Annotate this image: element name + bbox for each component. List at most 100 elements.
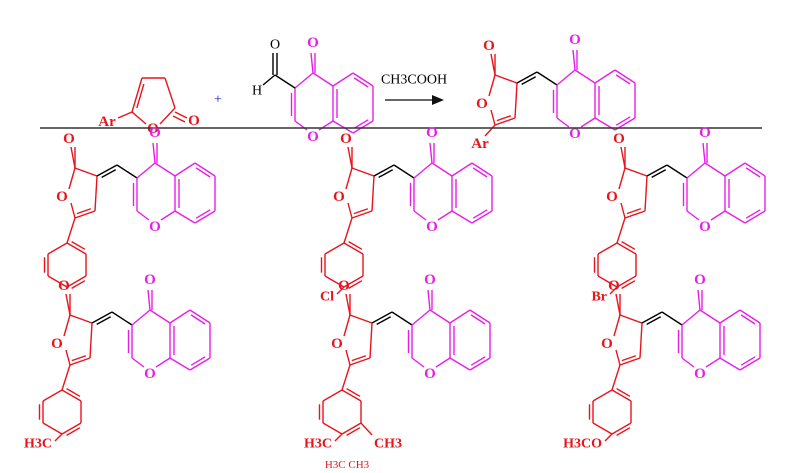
bond bbox=[516, 71, 538, 84]
bond bbox=[131, 357, 145, 368]
bond bbox=[131, 309, 151, 326]
bond bbox=[69, 357, 91, 366]
bond bbox=[641, 311, 663, 324]
bond bbox=[74, 167, 98, 177]
ring-oxygen: O bbox=[426, 219, 438, 235]
bond bbox=[351, 167, 375, 177]
bond bbox=[435, 357, 451, 368]
bond bbox=[484, 124, 496, 137]
bond bbox=[469, 309, 491, 324]
lactone-carbonyl-oxygen: O bbox=[338, 278, 350, 294]
bond bbox=[71, 280, 86, 289]
substituent-label: Br bbox=[591, 290, 607, 305]
bond bbox=[621, 355, 637, 362]
bond bbox=[68, 167, 76, 190]
bond bbox=[744, 162, 766, 177]
lactone-ring-oxygen: O bbox=[606, 189, 618, 205]
bond bbox=[373, 164, 395, 177]
bond bbox=[116, 164, 138, 179]
bond bbox=[624, 210, 646, 219]
bond bbox=[353, 77, 369, 88]
bond bbox=[496, 115, 512, 122]
bond bbox=[346, 388, 361, 397]
aryl-label: Ar bbox=[471, 136, 489, 152]
bond bbox=[351, 210, 373, 219]
bond bbox=[66, 388, 81, 397]
bond bbox=[597, 242, 618, 255]
bond bbox=[174, 210, 196, 224]
bond bbox=[411, 357, 425, 368]
bond bbox=[154, 162, 176, 177]
bond bbox=[739, 357, 761, 371]
plus-sign: + bbox=[214, 93, 222, 108]
bond bbox=[644, 175, 648, 212]
lactone-carbonyl-oxygen: O bbox=[613, 131, 625, 147]
bond bbox=[618, 167, 626, 190]
lactone-ring-oxygen: O bbox=[333, 189, 345, 205]
bond bbox=[294, 72, 314, 89]
bond bbox=[152, 142, 156, 164]
bond bbox=[345, 167, 353, 190]
bond bbox=[345, 349, 351, 366]
carbonyl-oxygen: O bbox=[188, 113, 200, 129]
bond bbox=[615, 116, 631, 126]
bond bbox=[341, 364, 351, 391]
carbonyl-oxygen: O bbox=[694, 272, 706, 288]
bond bbox=[431, 162, 453, 177]
substituent-para: H3C bbox=[304, 437, 332, 452]
bond bbox=[353, 119, 369, 129]
bond bbox=[429, 309, 451, 324]
bond bbox=[609, 286, 618, 295]
bond bbox=[89, 322, 93, 359]
bond bbox=[724, 210, 746, 224]
bond bbox=[616, 388, 631, 397]
bond bbox=[347, 202, 353, 219]
lactone-carbonyl-oxygen: O bbox=[608, 278, 620, 294]
bond bbox=[74, 210, 96, 219]
bond bbox=[341, 389, 362, 402]
carbonyl-oxygen: O bbox=[307, 35, 319, 51]
ring-oxygen: O bbox=[307, 129, 319, 145]
ring-oxygen: O bbox=[144, 366, 156, 382]
bond bbox=[351, 355, 367, 362]
bond bbox=[710, 210, 726, 221]
bond bbox=[63, 314, 71, 337]
bond bbox=[740, 356, 756, 366]
bond bbox=[96, 164, 118, 177]
aldehyde-oxygen: O bbox=[270, 38, 280, 53]
bond bbox=[360, 422, 373, 436]
lactone-ring-oxygen: O bbox=[331, 336, 343, 352]
bond bbox=[471, 210, 493, 224]
bond bbox=[371, 311, 393, 324]
bond bbox=[352, 120, 374, 134]
ring-oxygen: O bbox=[694, 366, 706, 382]
bond bbox=[639, 322, 643, 359]
bond bbox=[621, 241, 636, 250]
bond bbox=[699, 309, 721, 324]
bond bbox=[47, 275, 68, 288]
bond bbox=[740, 314, 756, 325]
bond bbox=[616, 427, 631, 436]
bond bbox=[494, 74, 518, 84]
carbonyl-oxygen: O bbox=[569, 32, 581, 48]
bond bbox=[61, 389, 82, 402]
bond bbox=[195, 209, 211, 219]
bond bbox=[66, 427, 81, 436]
bond bbox=[117, 111, 133, 119]
bond bbox=[310, 52, 314, 74]
bond bbox=[76, 208, 92, 215]
bond bbox=[611, 422, 632, 435]
bond bbox=[451, 162, 473, 177]
bond bbox=[451, 210, 473, 224]
bond bbox=[745, 209, 761, 219]
bond bbox=[353, 208, 369, 215]
bond bbox=[490, 109, 496, 126]
lactone-ring-oxygen: O bbox=[51, 336, 63, 352]
lactone-carbonyl-oxygen: O bbox=[58, 278, 70, 294]
bond bbox=[343, 314, 351, 337]
bond bbox=[681, 357, 695, 368]
bond bbox=[334, 433, 343, 442]
bond bbox=[378, 169, 394, 179]
